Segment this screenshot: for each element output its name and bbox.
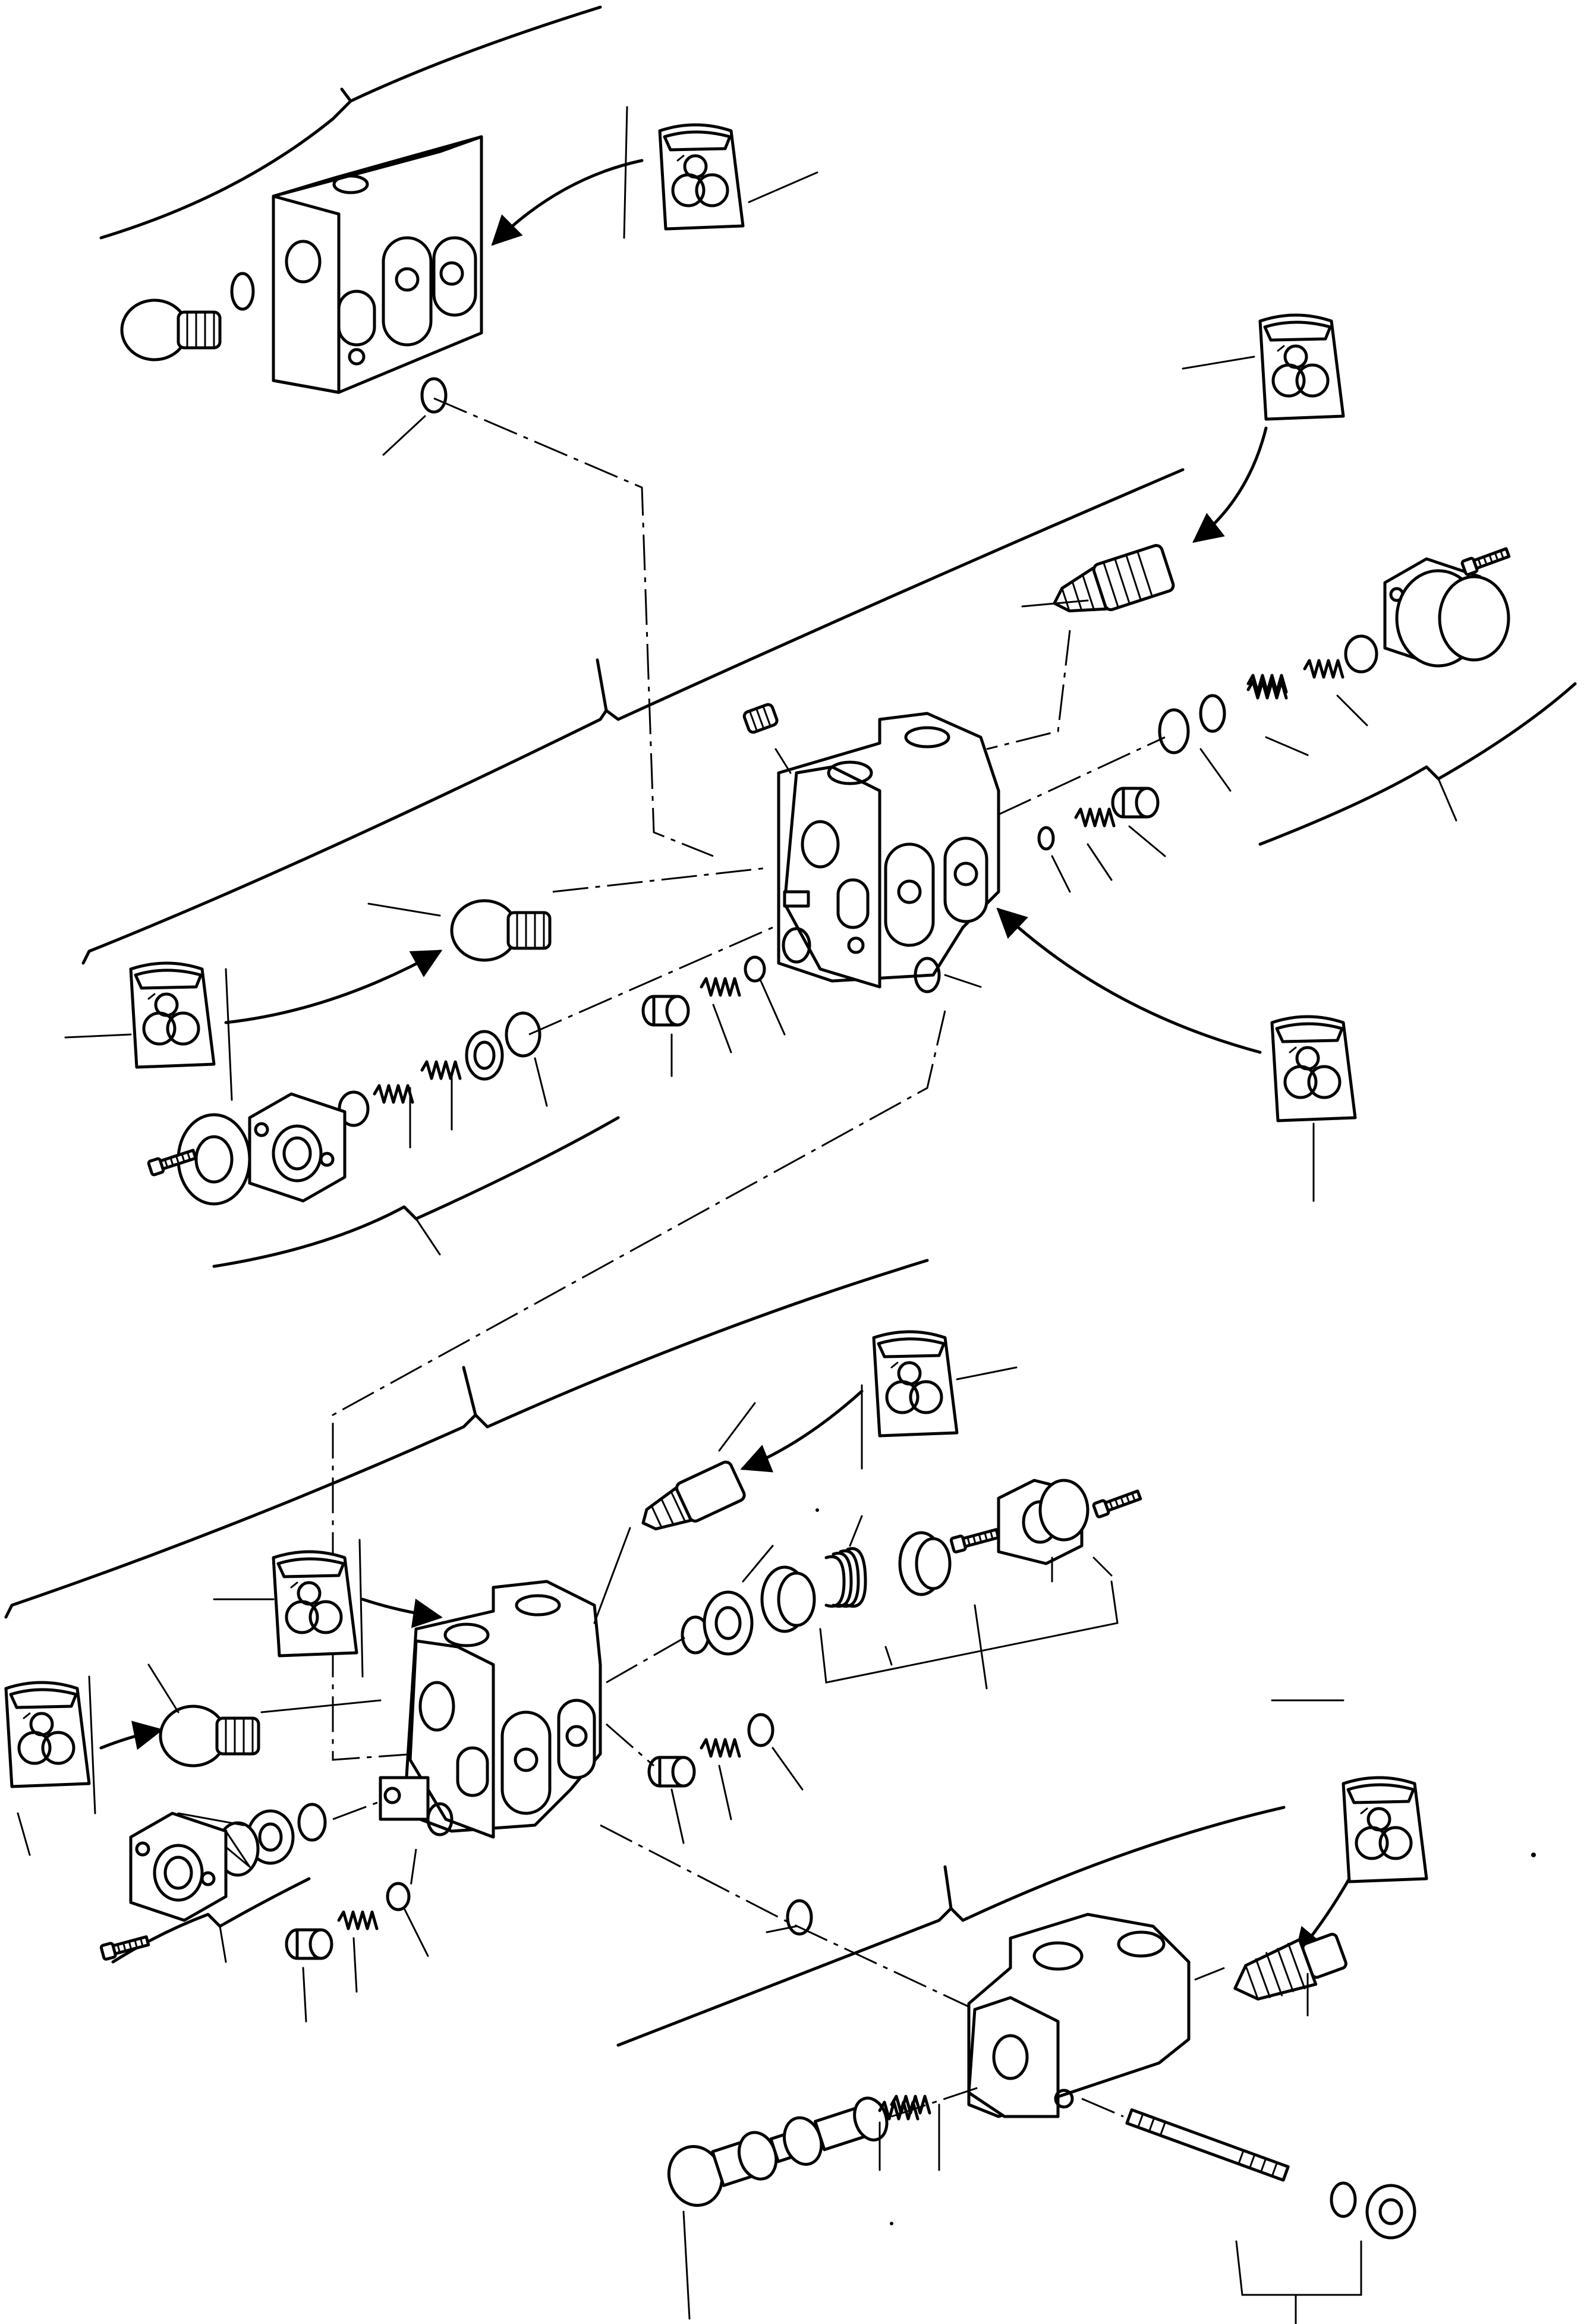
kit-icon xyxy=(273,1552,357,1656)
kit-icon xyxy=(1260,315,1343,419)
kit-icon xyxy=(131,963,214,1067)
kit-icon xyxy=(874,1332,957,1436)
kit-icon xyxy=(1272,1017,1355,1121)
kit-icon xyxy=(6,1683,89,1787)
main-section-upper xyxy=(64,315,1577,1761)
main-section-lower xyxy=(4,1259,1141,2023)
kit-icon xyxy=(1343,1778,1427,1882)
top-end-cover-group xyxy=(99,5,818,456)
kit-icon xyxy=(660,125,743,229)
bottom-end-block-group xyxy=(600,1699,1427,2324)
